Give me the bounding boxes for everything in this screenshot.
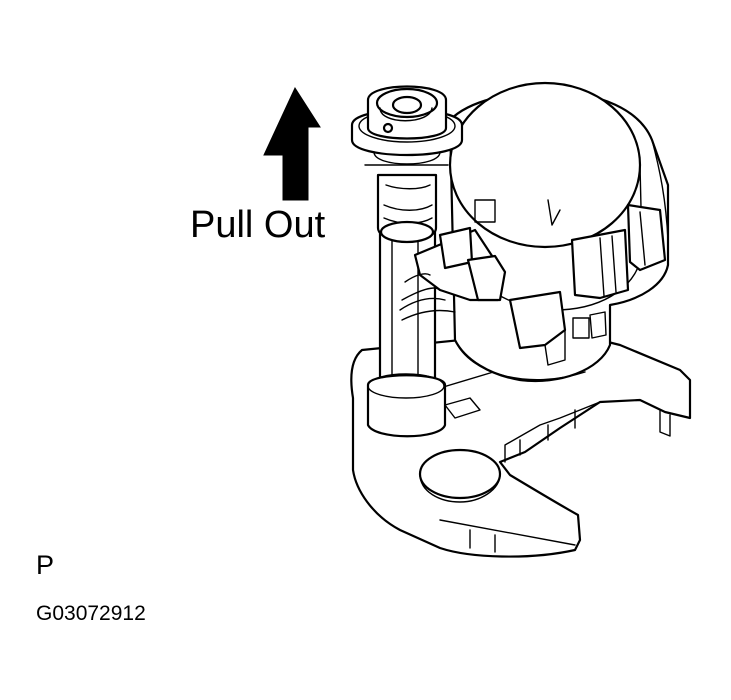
mount-bracket	[399, 226, 507, 321]
fitting-being-pulled	[350, 85, 464, 244]
figure-code-label: G03072912	[36, 602, 146, 625]
pump-motor	[448, 81, 670, 382]
view-letter-label: P	[36, 550, 55, 580]
pull-direction-arrow	[263, 86, 321, 201]
pull-out-label: Pull Out	[190, 204, 326, 246]
